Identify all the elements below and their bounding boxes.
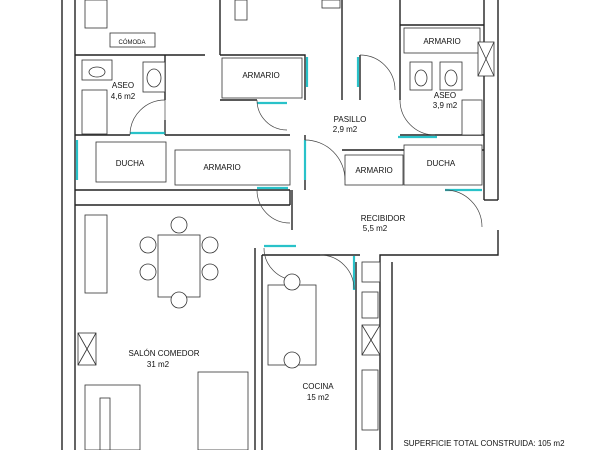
label-aseo-right-area: 3,9 m2 [433, 101, 458, 110]
label-salon-name: SALÓN COMEDOR [128, 349, 199, 358]
label-comoda: CÓMODA [119, 39, 146, 46]
label-total-area: SUPERFICIE TOTAL CONSTRUIDA: 105 m2 [403, 439, 565, 448]
label-armario-top-right: ARMARIO [423, 37, 460, 46]
bed-fixture [84, 0, 108, 29]
label-recibidor-area: 5,5 m2 [363, 224, 388, 233]
door-swings [129, 54, 483, 290]
label-cocina-name: COCINA [302, 382, 334, 391]
label-pasillo-name: PASILLO [334, 115, 367, 124]
label-aseo-left-area: 4,6 m2 [111, 92, 136, 101]
ducha-right [403, 144, 483, 186]
armario-mid-left [174, 149, 291, 186]
armario-top-right [403, 27, 481, 54]
dining-table [157, 234, 201, 298]
sink-left [81, 59, 113, 81]
label-salon-area: 31 m2 [147, 360, 170, 369]
label-ducha-right: DUCHA [427, 159, 456, 168]
exterior-walls [61, 0, 499, 450]
label-ducha-left: DUCHA [116, 159, 145, 168]
armchair [197, 371, 249, 450]
room-labels: CÓMODA ASEO 4,6 m2 ARMARIO ARMARIO ASEO … [111, 37, 565, 448]
armario-top-mid [221, 57, 303, 99]
label-aseo-left-name: ASEO [112, 81, 134, 90]
label-armario-mid-right: ARMARIO [355, 166, 392, 175]
label-aseo-right-name: ASEO [434, 91, 456, 100]
label-armario-top-mid: ARMARIO [242, 71, 279, 80]
ducha-left [95, 141, 167, 183]
glazing [75, 57, 482, 290]
armario-mid-right [344, 154, 404, 186]
label-pasillo-area: 2,9 m2 [333, 125, 358, 134]
label-recibidor-name: RECIBIDOR [361, 214, 406, 223]
label-cocina-area: 15 m2 [307, 393, 330, 402]
fixtures [77, 0, 495, 450]
kitchen-island [267, 284, 317, 366]
label-armario-mid-left: ARMARIO [203, 163, 240, 172]
sofa [84, 384, 141, 450]
sideboard [84, 214, 108, 294]
comoda-fixture [109, 32, 156, 48]
